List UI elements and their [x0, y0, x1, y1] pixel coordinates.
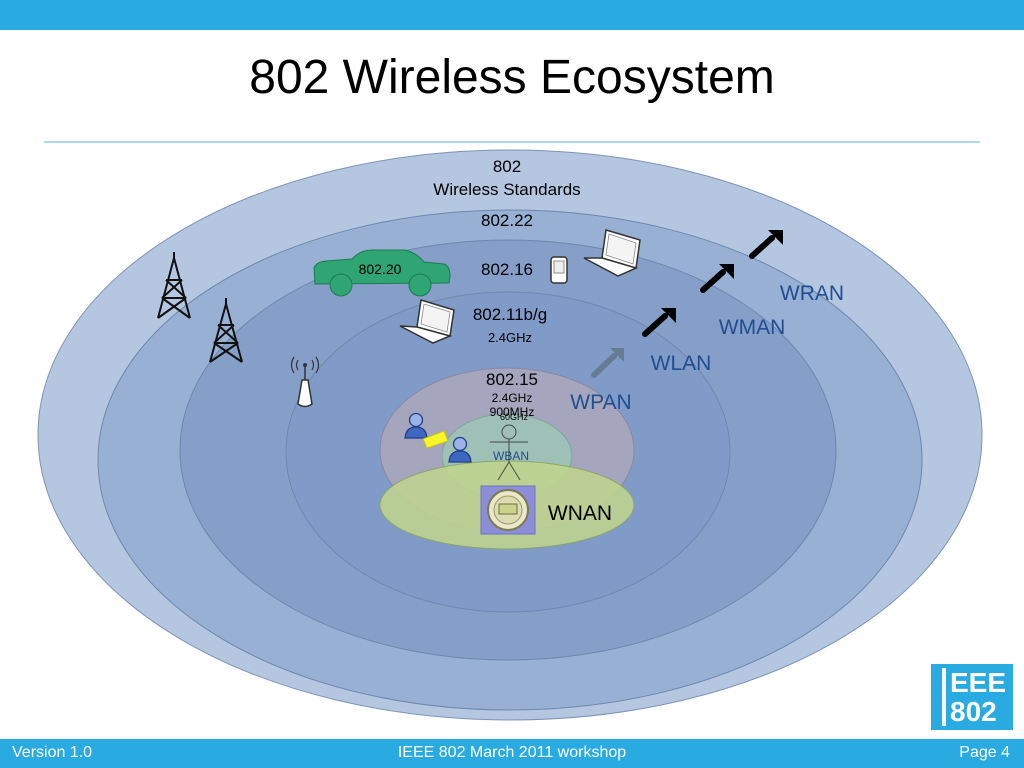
- device-link-icon: [422, 430, 449, 449]
- mobile-phone-icon: [550, 256, 568, 284]
- footer-bar: Version 1.0 IEEE 802 March 2011 workshop…: [0, 739, 1024, 768]
- arrow-wman-icon: [700, 264, 734, 293]
- top-accent-bar: [0, 0, 1024, 30]
- cell-tower-icon: [157, 252, 191, 319]
- arrow-wpan-icon: [591, 348, 624, 378]
- label-802-15-freq-60: 60GHz: [500, 412, 529, 422]
- label-802-15-freq-24: 2.4GHz: [492, 391, 533, 405]
- title-divider: [44, 141, 980, 143]
- arrow-wran-icon: [749, 230, 783, 259]
- label-802-16: 802.16: [481, 260, 533, 279]
- label-wran: WRAN: [780, 282, 844, 305]
- label-802-11: 802.11b/g: [473, 305, 547, 324]
- arrow-wlan-icon: [642, 308, 676, 337]
- label-802-22: 802.22: [481, 211, 533, 230]
- footer-version: Version 1.0: [12, 744, 93, 761]
- laptop-icon: [399, 299, 455, 344]
- label-wlan: WLAN: [651, 352, 712, 375]
- page-title: 802 Wireless Ecosystem: [249, 51, 775, 104]
- user-icon: [448, 436, 472, 463]
- label-wpan: WPAN: [570, 391, 631, 414]
- logo-line-2: 802: [950, 696, 997, 727]
- laptop-icon: [583, 229, 641, 277]
- label-wnan: WNAN: [548, 502, 612, 525]
- outer-ring-label-line2: Wireless Standards: [433, 180, 580, 199]
- footer-workshop: IEEE 802 March 2011 workshop: [397, 744, 627, 761]
- footer-page-number: Page 4: [959, 744, 1010, 761]
- cell-tower-icon: [209, 298, 243, 363]
- human-body-icon: [490, 424, 528, 481]
- label-802-11-freq: 2.4GHz: [488, 330, 532, 345]
- logo-line-1: EEE: [950, 667, 1007, 698]
- wireless-access-point-icon: [290, 356, 320, 408]
- car-icon: [313, 249, 451, 297]
- smart-meter-icon: [480, 485, 536, 535]
- label-802-15: 802.15: [486, 370, 538, 389]
- label-802-20: 802.20: [359, 261, 402, 277]
- label-wman: WMAN: [719, 316, 786, 339]
- label-wban: WBAN: [493, 449, 529, 463]
- ieee-802-logo: EEE 802: [931, 664, 1013, 730]
- user-icon: [404, 412, 428, 439]
- label-802-15-freq-900: 900MHz: [490, 405, 535, 419]
- outer-ring-label-line1: 802: [493, 157, 521, 176]
